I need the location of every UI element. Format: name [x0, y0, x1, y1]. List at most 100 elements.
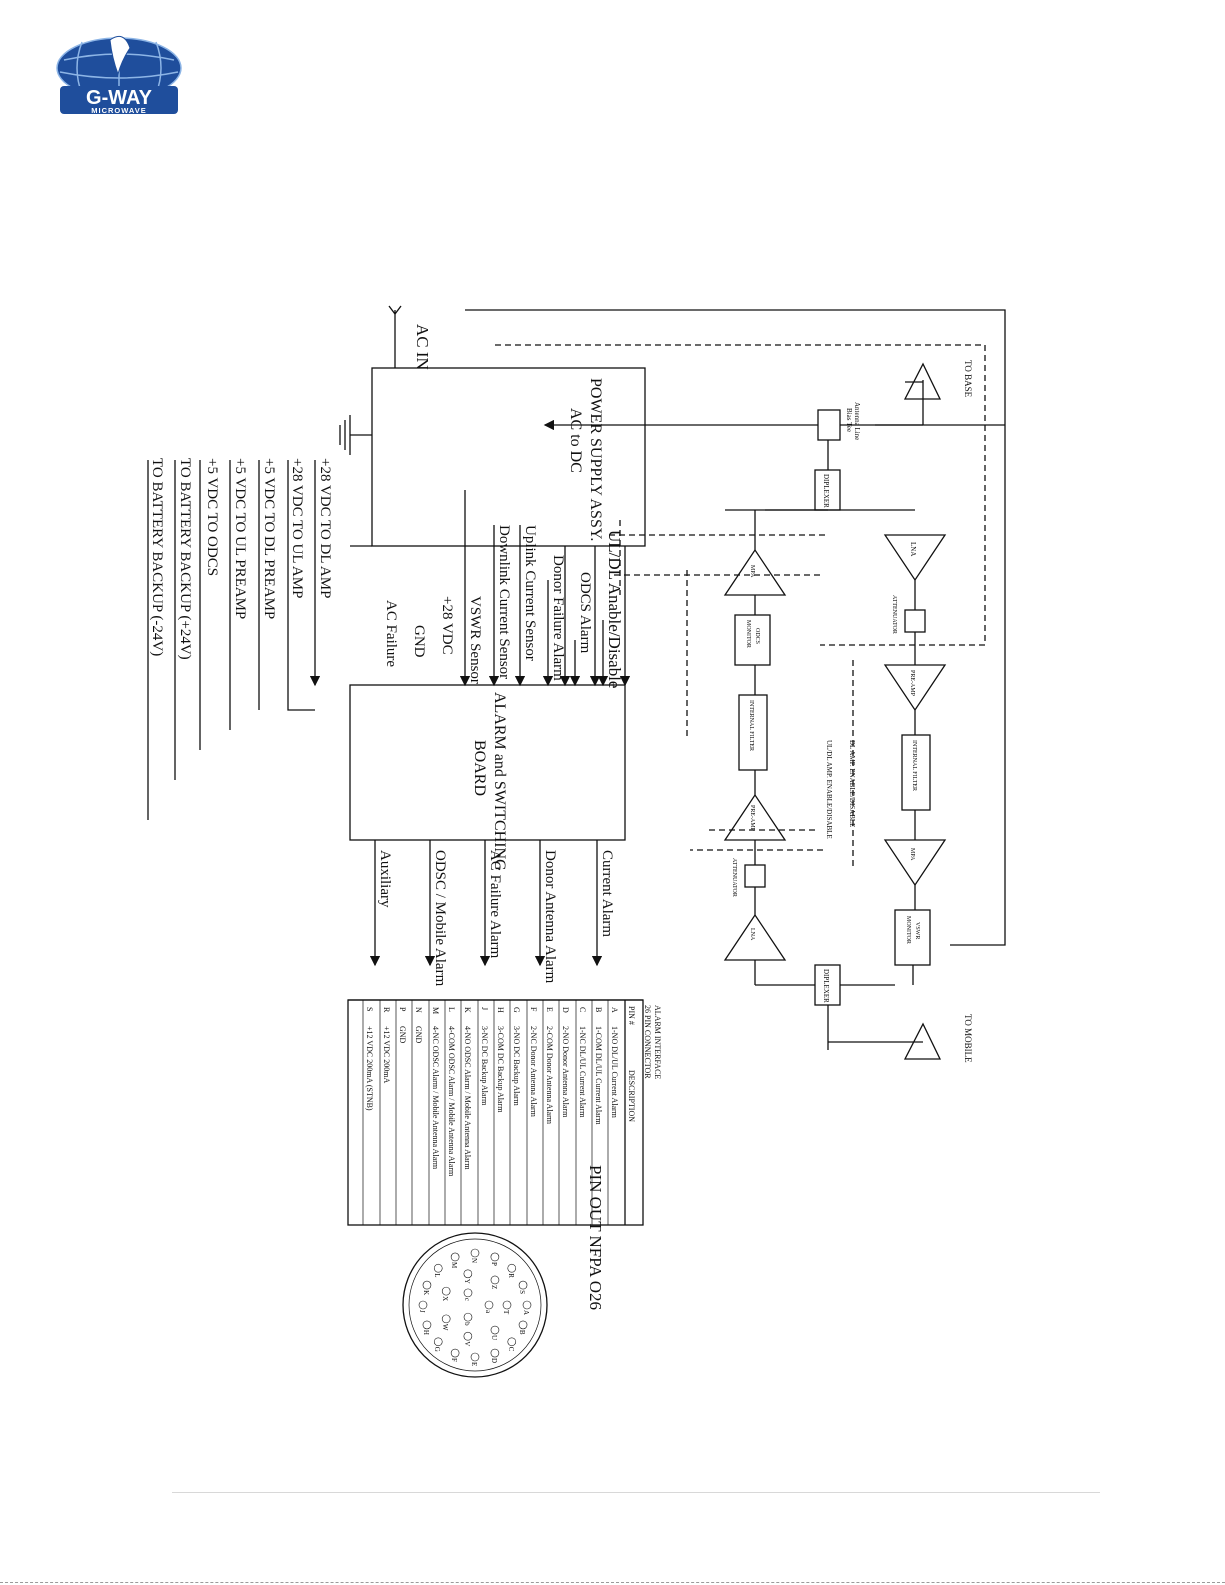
psu-output-lines	[147, 460, 321, 820]
connector-pin-letter: D	[490, 1358, 498, 1363]
odcs-monitor-label1: ODCS	[754, 628, 760, 644]
power-supply-box	[371, 367, 646, 547]
connector-pin-hole	[422, 1280, 432, 1290]
connector-pin-hole	[463, 1269, 473, 1279]
connector-pin-letter: C	[507, 1347, 515, 1352]
connector-pin-hole	[490, 1325, 500, 1335]
connector-pin-letter: W	[441, 1324, 449, 1331]
pin-row-12-pin: N	[414, 1007, 423, 1013]
connector-pin-letter: F	[450, 1358, 458, 1362]
mpa-top	[883, 839, 947, 887]
connector-title2: 26 PIN CONNECTOR	[643, 1005, 652, 1079]
connector-pin-letter: B	[518, 1330, 526, 1335]
psu-output-5: TO BATTERY BACKUP (+24V)	[177, 458, 193, 660]
alarm-board-input-lines	[459, 490, 609, 687]
lna-bottom-label: LNA	[749, 928, 755, 941]
board-input-7: GND	[411, 625, 427, 658]
pin-row-11-desc: 4-NC ODSC Alarm / Mobile Antenna Alarm	[431, 1026, 440, 1170]
connector-pin-letter: A	[522, 1310, 530, 1315]
uplink-path: LNA ATTENUATOR PRE-AMP INTERNAL FILTER M…	[883, 534, 947, 985]
psu-output-4: +5 VDC TO ODCS	[204, 458, 220, 576]
connector-pin-hole	[450, 1348, 460, 1358]
connector-pin-letter: L	[433, 1273, 441, 1277]
connector-rows: A 1-NO DL/UL Current Alarm B 1-COM DL/UL…	[365, 1007, 619, 1177]
alarm-board-input-labels: UL/DL Anable/Disable ODCS Alarm Donor Fa…	[383, 525, 624, 688]
filter-top	[901, 734, 931, 811]
pin-row-8-desc: 3-NC DC Backup Alarm	[480, 1026, 489, 1106]
preamp-bottom-label: PRE-AMP	[749, 805, 755, 832]
pinout-title: PIN OUT NFPA O26	[586, 1165, 605, 1310]
pin-row-1-desc: 1-COM DL/UL Current Alarm	[594, 1026, 603, 1125]
pin-row-13-pin: P	[398, 1007, 407, 1012]
connector-pin-letter: T	[502, 1310, 510, 1315]
pin-row-15-desc: +12 VDC 200mA (STNB)	[365, 1026, 374, 1111]
connector-pin-letter: R	[507, 1273, 515, 1278]
pin-row-10-desc: 4-COM ODSC Alarm / Mobile Antenna Alarm	[447, 1026, 456, 1177]
attenuator-bottom-label: ATTENUATOR	[731, 858, 737, 897]
connector-pin-letter: G	[433, 1347, 441, 1352]
to-base-label: TO BASE	[963, 360, 973, 398]
pin-row-0-desc: 1-NO DL/UL Current Alarm	[610, 1026, 619, 1119]
pin-row-0-pin: A	[610, 1007, 619, 1013]
pin-row-12-desc: GND	[414, 1026, 423, 1044]
board-input-0: UL/DL Anable/Disable	[605, 530, 624, 688]
pin-row-3-desc: 2-NO Donor Antenna Alarm	[561, 1026, 570, 1118]
mpa-bottom-label: MPA	[749, 565, 755, 578]
connector-pin-hole	[441, 1286, 451, 1296]
diplexer-mobile-label: DIPLEXER	[822, 969, 830, 1003]
connector-pin-hole	[507, 1337, 517, 1347]
connector-title1: ALARM INTERFACE	[653, 1005, 662, 1079]
connector-face-circle	[402, 1232, 548, 1378]
connector-pin-hole	[450, 1252, 460, 1262]
pin-row-9-desc: 4-NO ODSC Alarm / Mobile Antenna Alarm	[463, 1026, 472, 1170]
connector-pin-letter: U	[490, 1335, 498, 1340]
ground-icon	[339, 415, 372, 547]
connector-pin-letter: Y	[463, 1279, 471, 1284]
connector-pin-hole	[433, 1263, 443, 1273]
vswr-monitor-label1: VSWR	[914, 922, 920, 939]
connector-pin-letter: P	[490, 1262, 498, 1266]
pin-row-7-desc: 3-COM DC Backup Alarm	[496, 1026, 505, 1113]
board-input-2: Donor Failure Alarm	[550, 555, 566, 681]
connector-pin-hole	[441, 1314, 451, 1324]
connector-face: PIN OUT NFPA O26 ABCDEFGHJKLMNPRSTUVWXYZ…	[402, 1165, 605, 1378]
pin-row-4-desc: 2-COM Donor Antenna Alarm	[545, 1026, 554, 1125]
pin-row-5-pin: F	[529, 1007, 538, 1012]
connector-pin-hole	[463, 1331, 473, 1341]
ul-enable-label: UL/DL AMP. ENABLE/DISABLE	[825, 740, 833, 839]
pin-row-13-desc: GND	[398, 1026, 407, 1044]
bias-tee-label2: Bias Tee	[845, 408, 853, 432]
board-output-0: Current Alarm	[599, 850, 615, 937]
board-output-2: AC Failure Alarm	[487, 850, 503, 959]
lna-top-label: LNA	[909, 542, 917, 556]
connector-pin-letter: E	[470, 1362, 478, 1366]
alarm-board-title1: ALARM and SWITCHING	[491, 692, 508, 871]
to-mobile-label: TO MOBILE	[963, 1014, 973, 1063]
connector-pin-hole	[490, 1252, 500, 1262]
pin-row-8-pin: J	[480, 1007, 489, 1010]
board-input-3: Uplink Current Sensor	[522, 525, 538, 661]
connector-pin-hole	[518, 1280, 528, 1290]
lna-top	[883, 534, 947, 582]
connector-pin-letter: V	[463, 1341, 471, 1346]
attenuator-top-label: ATTENUATOR	[891, 595, 897, 634]
vswr-monitor	[894, 909, 931, 966]
filter-bottom	[738, 694, 768, 771]
bias-tee-box	[817, 409, 841, 441]
connector-pin-letter: a	[484, 1310, 492, 1314]
connector-pin-hole	[470, 1248, 480, 1258]
pin-row-3-pin: D	[561, 1007, 570, 1013]
pin-row-14-pin: R	[382, 1007, 391, 1013]
connector-pin-letter: Z	[490, 1285, 498, 1289]
page-bottom-border	[0, 1582, 1225, 1583]
pin-row-2-pin: C	[578, 1007, 587, 1012]
board-input-5: VSWR Sensor	[467, 596, 483, 684]
pin-row-7-pin: H	[496, 1007, 505, 1013]
alarm-board-output-lines	[369, 840, 603, 967]
board-input-1: ODCS Alarm	[577, 572, 593, 654]
pin-row-4-pin: E	[545, 1007, 554, 1012]
globe-icon	[56, 35, 182, 99]
alarm-board-output-labels: Current Alarm Donor Antenna Alarm AC Fai…	[377, 850, 615, 987]
connector-pin-letter: N	[470, 1258, 478, 1263]
